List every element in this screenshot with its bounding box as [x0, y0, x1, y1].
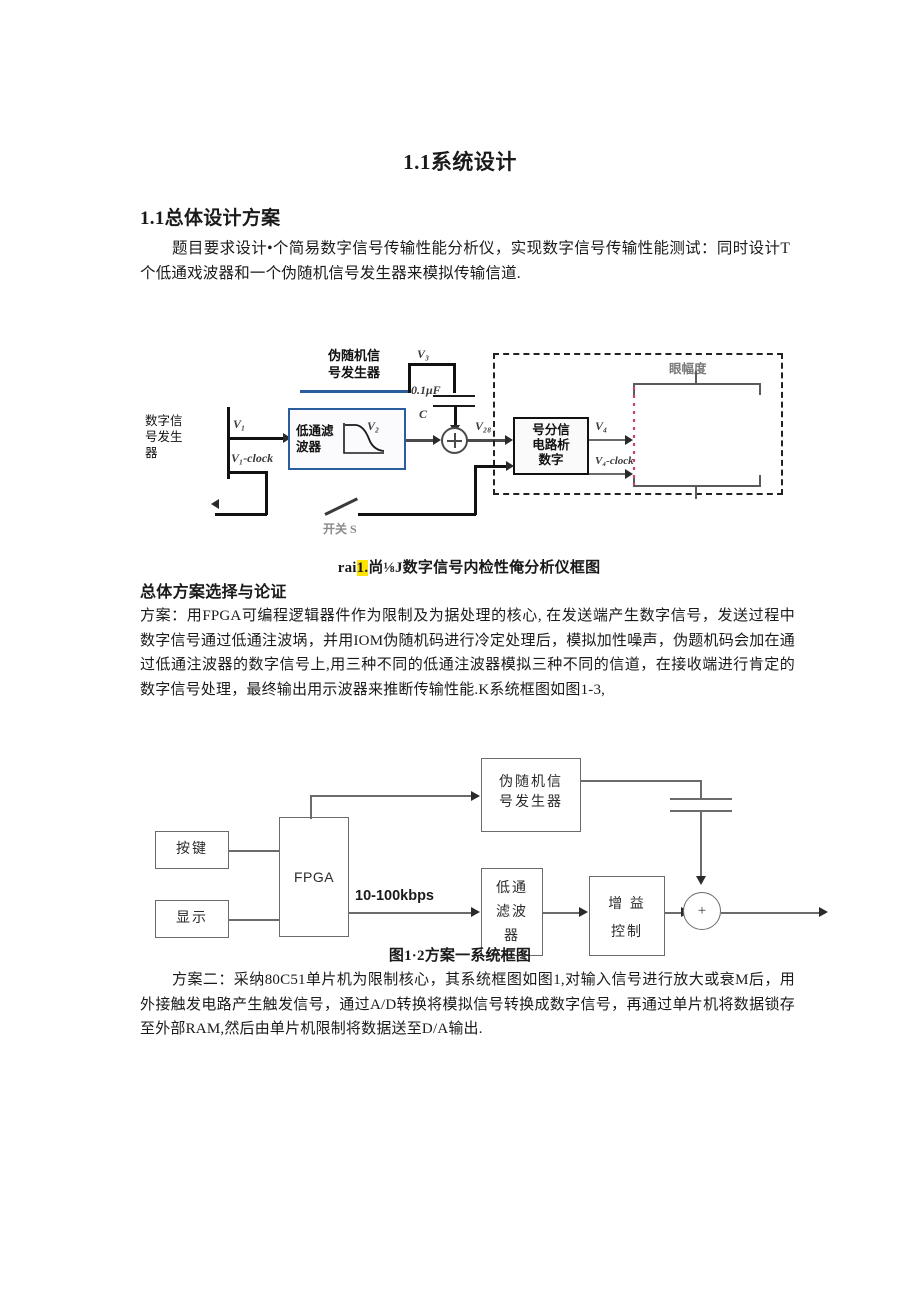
figure1-lpf-response-curve	[342, 423, 384, 454]
figure2-wire-output	[721, 912, 825, 914]
figure1-lpf-block: 低通滤 波器	[288, 408, 406, 470]
figure2-wire-fpga-up	[310, 795, 312, 819]
figure1-label-v3: V₃	[417, 347, 430, 361]
figure2-wire-prng-down	[700, 780, 702, 800]
figure1-summing-node	[441, 427, 468, 454]
figure1-wire-v3-right	[453, 363, 456, 393]
figure1-wire-feedback-in	[474, 465, 510, 468]
figure2-wire-key-fpga	[229, 850, 279, 852]
figure1-wire-v2b	[467, 439, 509, 442]
figure2-wire-fpga-lpf	[349, 912, 475, 914]
figure2-prng-block: 伪随机信 号发生器	[481, 758, 581, 832]
figure1-arrow-v4-clock	[625, 469, 633, 479]
figure1-wire-v3-top	[408, 363, 456, 366]
figure-scheme1-block-diagram: 按键 显示 FPGA 伪随机信 号发生器 10-100kbps	[155, 740, 835, 956]
figure2-lpf-block: 低通 滤波 器	[481, 868, 543, 956]
figure1-receiver-dashed-region	[493, 353, 783, 495]
figure2-wire-prng-out	[581, 780, 701, 782]
figure2-caption: 图1·2方案一系统框图	[388, 948, 532, 964]
figure2-adder-node: +	[683, 892, 721, 930]
figure1-caption: rai1.尚⅛J数字信号内检性俺分析仪框图	[0, 556, 920, 577]
page-title: 1.1系统设计	[403, 150, 517, 174]
figure2-display-block: 显示	[155, 900, 229, 938]
figure2-wire-fpga-prng	[310, 795, 475, 797]
figure1-arrow-v2b	[505, 435, 513, 445]
figure1-wire-v2	[406, 439, 436, 442]
figure2-arrow-cap-down	[696, 876, 706, 885]
figure1-wire-cap-down	[454, 405, 457, 431]
figure1-source-label: 数字信 号发生 器	[145, 414, 183, 460]
figure1-label-capacitance: 0.1μF	[411, 383, 441, 397]
figure1-caption-prefix: rai	[337, 560, 357, 576]
figure-system-block-diagram: 数字信 号发生 器 V₁ V₁-clock 伪随机信 号发生器 低通滤 波器	[145, 345, 805, 540]
figure2-rate-label: 10-100kbps	[355, 888, 434, 904]
figure1-source-bus	[227, 407, 230, 479]
figure2-key-block: 按键	[155, 831, 229, 869]
figure1-caption-suffix: 尚⅛J数字信号内检性俺分析仪框图	[368, 560, 601, 576]
figure1-arrow-switch-left	[211, 499, 219, 509]
figure1-label-v2b: V₂₈	[475, 419, 492, 433]
figure1-label-v4: V₄	[595, 419, 608, 433]
figure2-arrow-gain-in	[579, 907, 588, 917]
figure1-wire-feedback-up	[474, 465, 477, 515]
figure1-eye-edge-dotted	[632, 387, 636, 485]
figure1-arrow-feedback-in	[506, 461, 514, 471]
figure1-caption-highlight: 1.	[356, 560, 369, 576]
figure2-wire-cap-down	[700, 810, 702, 882]
figure1-eye-bracket	[633, 371, 761, 499]
figure2-arrow-lpf-in	[471, 907, 480, 917]
scheme2-paragraph: 方案二：采纳80C51单片机为限制核心，其系统框图如图1,对输入信号进行放大或衰…	[140, 972, 795, 1037]
figure2-wire-lpf-gain	[543, 912, 583, 914]
figure1-arrow-v4	[625, 435, 633, 445]
scheme-subheading: 总体方案选择与论证	[140, 584, 287, 601]
figure1-label-v1-clock: V₁-clock	[231, 451, 274, 465]
figure2-fpga-block: FPGA	[279, 817, 349, 937]
figure1-switch-arm	[324, 497, 359, 516]
figure1-eye-amplitude-label: 眼幅度	[669, 362, 707, 376]
figure1-label-v4-clock: V₄-clock	[595, 455, 634, 467]
figure1-arrow-v2	[433, 435, 441, 445]
figure2-arrow-prng-in	[471, 791, 480, 801]
figure2-wire-display-fpga	[229, 919, 279, 921]
figure1-prng-block: 伪随机信 号发生器	[300, 345, 408, 393]
figure1-wire-v1	[229, 437, 287, 440]
figure1-label-v2: V₂	[367, 419, 380, 433]
figure1-wire-v3-left	[408, 363, 411, 393]
intro-paragraph: 题目要求设计•个简易数字信号传输性能分析仪，实现数字信号传输性能测试：同时设计T…	[140, 240, 790, 282]
figure1-wire-v4	[589, 439, 629, 441]
figure1-label-capacitor-ref: C	[419, 407, 428, 421]
figure1-switch-label: 开关 S	[323, 522, 357, 536]
figure2-arrow-output	[819, 907, 828, 917]
figure1-wire-switch-left	[215, 513, 267, 516]
figure1-wire-v1clock	[229, 471, 267, 474]
figure1-analysis-block: 号分信 电路析 数字	[513, 417, 589, 475]
figure2-wire-gain-adder	[665, 912, 687, 914]
scheme1-paragraph: 方案：用FPGA可编程逻辑器件作为限制及为据处理的核心, 在发送端产生数字信号，…	[140, 608, 795, 698]
section-heading: 1.1总体设计方案	[140, 208, 281, 229]
figure1-label-v1: V₁	[233, 417, 246, 431]
figure1-wire-v1clock-down	[265, 471, 268, 515]
figure1-wire-switch-right	[358, 513, 476, 516]
figure1-wire-v4-clock	[589, 473, 629, 475]
figure2-gain-control-block: 增 益 控制	[589, 876, 665, 956]
figure1-arrow-v1	[283, 433, 291, 443]
